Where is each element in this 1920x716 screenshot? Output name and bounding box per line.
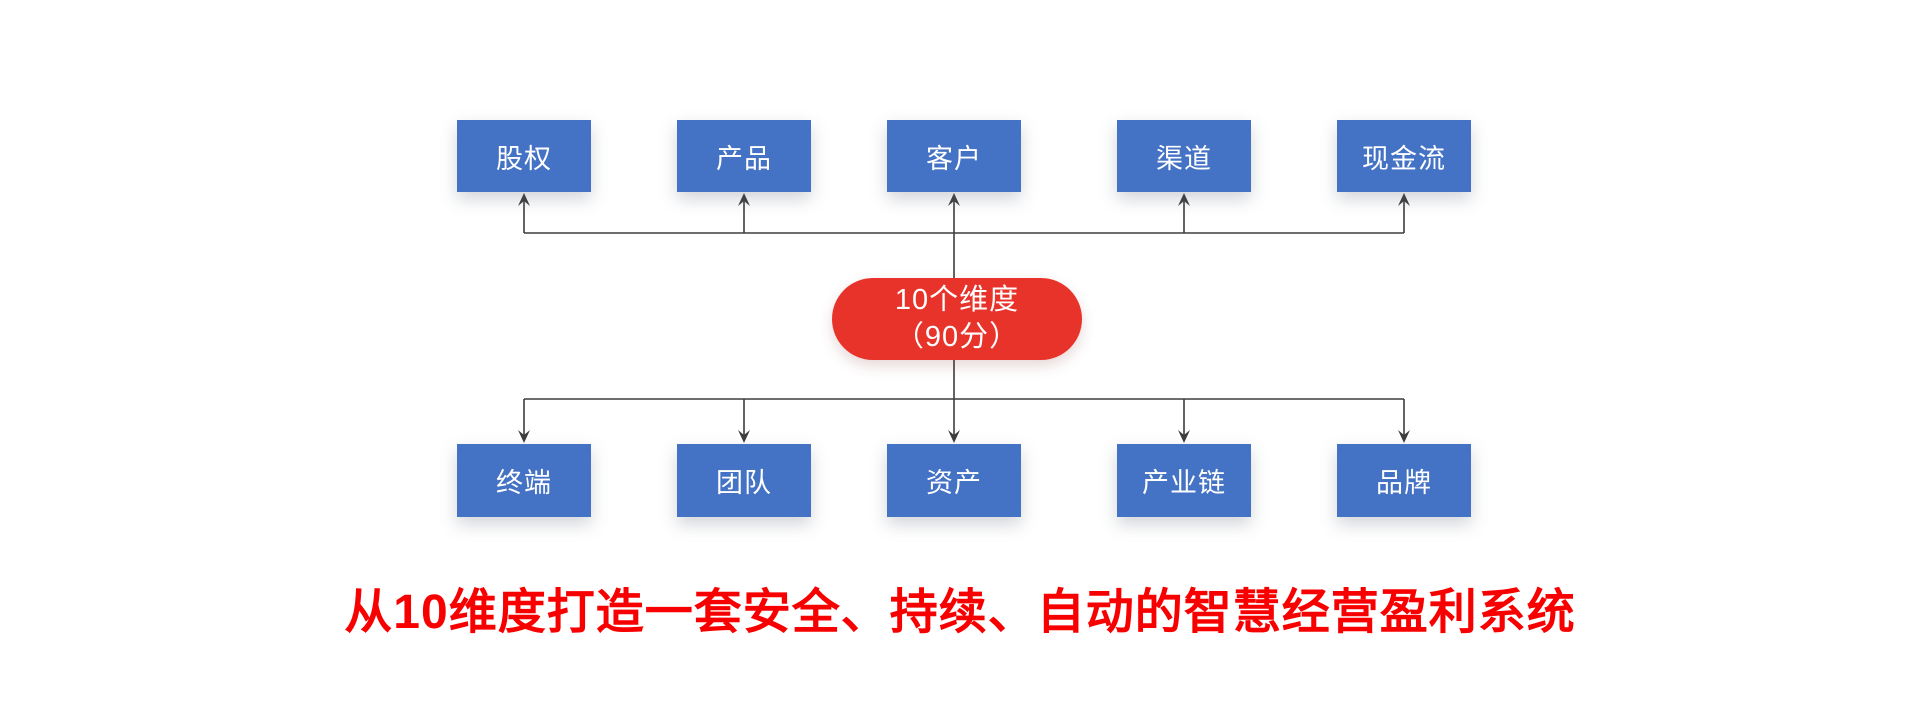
arrowhead-up-icon bbox=[518, 193, 530, 206]
arrowhead-down-icon bbox=[1398, 430, 1410, 443]
arrowhead-up-icon bbox=[1178, 193, 1190, 206]
top-node-customer: 客户 bbox=[887, 120, 1021, 192]
bottom-node-team: 团队 bbox=[677, 444, 811, 517]
arrowhead-down-icon bbox=[738, 430, 750, 443]
top-node-channel: 渠道 bbox=[1117, 120, 1251, 192]
top-node-product: 产品 bbox=[677, 120, 811, 192]
center-node-line1: 10个维度 bbox=[894, 284, 1020, 316]
arrowhead-up-icon bbox=[948, 193, 960, 206]
center-node-line2: （90分） bbox=[894, 321, 1020, 353]
bottom-node-terminal: 终端 bbox=[457, 444, 591, 517]
arrowhead-up-icon bbox=[1398, 193, 1410, 206]
arrowhead-down-icon bbox=[518, 430, 530, 443]
diagram-title: 从10维度打造一套安全、持续、自动的智慧经营盈利系统 bbox=[344, 586, 1576, 639]
top-node-cash-flow: 现金流 bbox=[1337, 120, 1471, 192]
arrowhead-down-icon bbox=[948, 430, 960, 443]
bottom-node-brand: 品牌 bbox=[1337, 444, 1471, 517]
top-node-equity: 股权 bbox=[457, 120, 591, 192]
bottom-node-assets: 资产 bbox=[887, 444, 1021, 517]
arrowhead-up-icon bbox=[738, 193, 750, 206]
bottom-node-industry-chain: 产业链 bbox=[1117, 444, 1251, 517]
center-node-dimensions: 10个维度 （90分） bbox=[832, 278, 1082, 360]
arrowhead-down-icon bbox=[1178, 430, 1190, 443]
